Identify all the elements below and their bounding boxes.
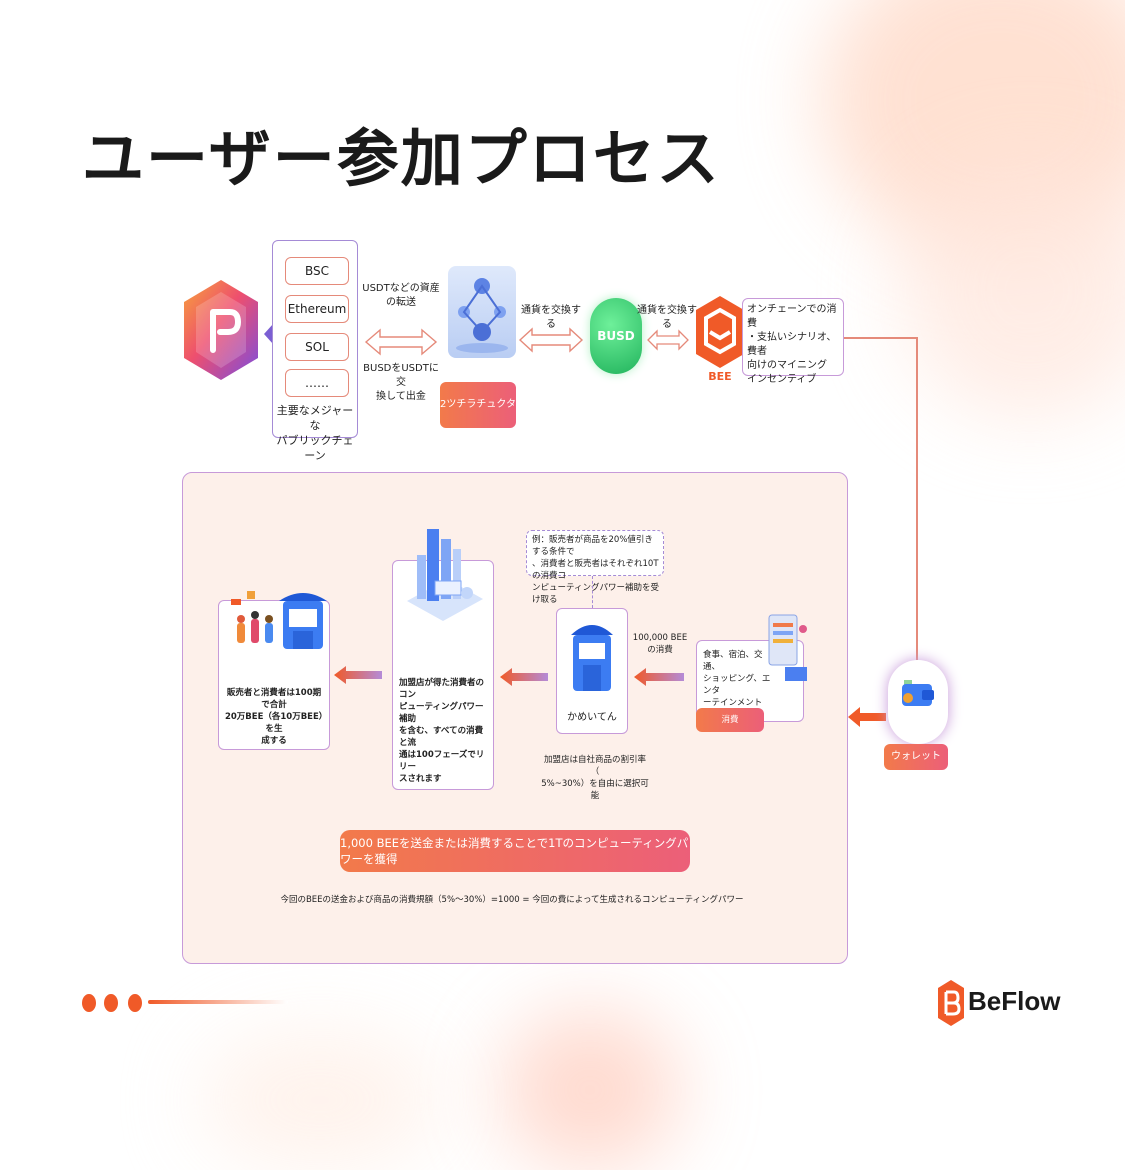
bg-glow-bottom (500, 1010, 680, 1170)
wallet-node (888, 660, 948, 744)
chain-item-sol[interactable]: SOL (285, 333, 349, 361)
final-output-text: 販売者と消費者は100期で合計 20万BEE（各10万BEE）を生 成する (224, 688, 324, 746)
page-title: ユーザー参加プロセス (82, 122, 721, 195)
merchant-note: 加盟店は自社商品の割引率（ 5%~30%）を自由に選択可能 (541, 755, 649, 801)
shop-crowd-icon (231, 591, 327, 649)
platform-node-icon (444, 262, 520, 362)
consumption-card: 食事、宿泊、交通、 ショッピング、エンタ ーテインメント (696, 614, 807, 722)
flow-arrow-3-icon (334, 666, 382, 684)
transfer-top-label: USDTなどの資産 の転送 (362, 283, 440, 308)
wallet-label[interactable]: ウォレット (884, 744, 948, 770)
city-text: 加盟店が得た消費者のコン ピューティングパワー補助 を含む、すべての消費と流 通… (399, 678, 485, 784)
example-note-text: 例：販売者が商品を20%値引きする条件で 、消費者と販売者はそれぞれ10Tの消費… (532, 535, 659, 605)
chain-list-card: BSC Ethereum SOL …… 主要なメジャーな パブリックチェーン (272, 240, 358, 462)
gem-logo-icon (180, 278, 262, 382)
bg-glow-right (900, 160, 1125, 420)
beflow-logo-icon (938, 980, 964, 1026)
brand-name: BeFlow (968, 986, 1061, 1016)
pager-dot-2 (104, 994, 118, 1012)
flow-arrow-2-icon (500, 668, 548, 686)
example-note: 例：販売者が商品を20%値引きする条件で 、消費者と販売者はそれぞれ10Tの消費… (526, 530, 664, 605)
connector-horizontal (844, 337, 917, 339)
bee-description-card: オンチェーンでの消費 ・支払いシナリオ、費者 向けのマイニング インセンティブ (742, 298, 844, 385)
pager-line (148, 1000, 288, 1004)
flow-arrow-1-icon (634, 668, 684, 686)
bg-glow-bottom-left (200, 1030, 440, 1170)
pager-dot-1 (82, 994, 96, 1012)
consumption-text: 食事、宿泊、交通、 ショッピング、エンタ ーテインメント (703, 650, 771, 708)
chain-item-ethereum[interactable]: Ethereum (285, 295, 349, 323)
transfer-bottom-label: BUSDをUSDTに交 換して出金 (363, 363, 439, 402)
chain-item-bsc[interactable]: BSC (285, 257, 349, 285)
exchange-arrow-2-icon (647, 329, 689, 351)
double-arrow-icon (364, 328, 438, 356)
reward-banner: 1,000 BEEを送金または消費することで1Tのコンピューティングパワーを獲得 (340, 830, 690, 872)
chain-pointer-icon (264, 324, 273, 344)
exchange-label-1: 通貨を交換する (521, 305, 581, 330)
pager-dot-3 (128, 994, 142, 1012)
bee-token-icon: BEE (694, 294, 746, 386)
busd-label: BUSD (597, 329, 635, 343)
bee-description: オンチェーンでの消費 ・支払いシナリオ、費者 向けのマイニング インセンティブ (747, 304, 837, 385)
platform-label[interactable]: 2ツチラチュクタ (440, 382, 516, 428)
merchant-card: かめいてん (556, 608, 628, 734)
wallet-icon (902, 680, 934, 706)
busd-coin-icon: BUSD (590, 298, 642, 374)
final-output-card: 販売者と消費者は100期で合計 20万BEE（各10万BEE）を生 成する (218, 591, 330, 750)
exchange-label-2: 通貨を交換する (637, 305, 697, 330)
note-connector (592, 576, 593, 608)
city-buildings-icon (407, 529, 483, 621)
beflow-logo: BeFlow (936, 978, 1060, 1028)
city-card: 加盟店が得た消費者のコン ピューティングパワー補助 を含む、すべての消費と流 通… (392, 529, 494, 790)
chain-caption: 主要なメジャーな パブリックチェーン (276, 404, 354, 462)
consumption-label[interactable]: 消費 (696, 708, 764, 732)
exchange-arrow-1-icon (518, 327, 584, 353)
chain-item-more[interactable]: …… (285, 369, 349, 397)
wallet-arrow-icon (848, 707, 886, 727)
shopping-phone-icon (768, 614, 807, 681)
formula-text: 今回のBEEの送金および商品の消費規額（5%～30%）=1000 = 今回の費に… (280, 895, 744, 905)
connector-vertical (916, 337, 918, 660)
shop-icon (571, 625, 613, 691)
consumption-amount: 100,000 BEE の消費 (632, 633, 688, 655)
bee-label: BEE (708, 370, 732, 383)
merchant-label: かめいてん (567, 712, 617, 723)
